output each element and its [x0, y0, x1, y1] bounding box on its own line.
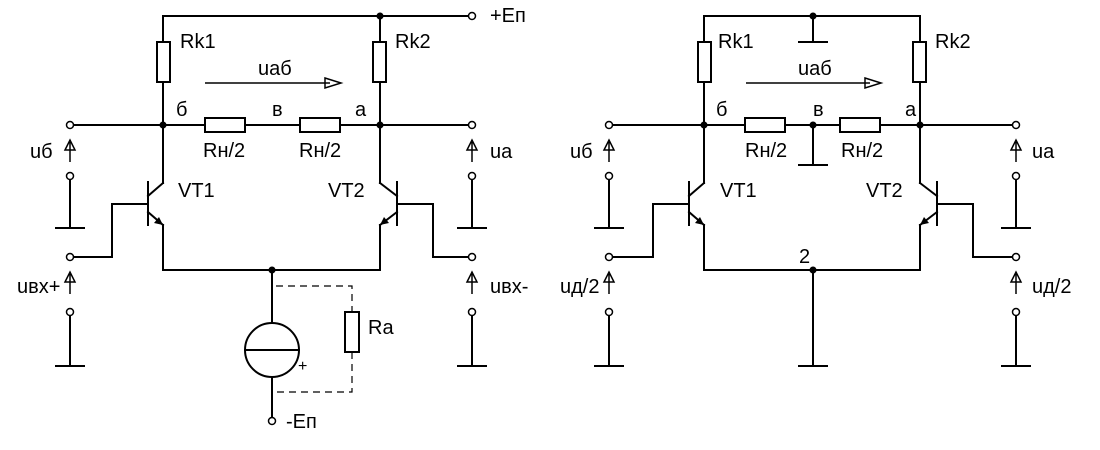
left-circuit: +Еп Rk1 Rk2 uаб б в а Rн/2 Rн/2 — [17, 5, 528, 433]
right-vt2-label: VT2 — [866, 180, 903, 202]
left-supply-pos-terminal — [467, 11, 477, 21]
right-top-rail — [703, 12, 921, 43]
right-uab-label: uаб — [798, 58, 832, 80]
right-rk2-label: Rk2 — [935, 31, 971, 53]
right-node-a-label: а — [905, 99, 917, 121]
right-input-left-port — [594, 252, 624, 367]
right-vt1-label: VT1 — [720, 180, 757, 202]
right-node-b-label: б — [716, 99, 727, 121]
left-uin-neg-label: uвх- — [490, 276, 528, 298]
right-vt1-transistor — [612, 124, 706, 271]
right-rn-right-label: Rн/2 — [841, 140, 883, 162]
left-ua-label: uа — [490, 141, 513, 163]
right-rk1-label: Rk1 — [718, 31, 754, 53]
left-vt2-transistor — [378, 124, 470, 271]
left-node-v-label: в — [272, 99, 283, 121]
right-ua-label: uа — [1032, 141, 1055, 163]
right-uab-arrow — [746, 76, 884, 90]
right-rn-left-resistor — [744, 117, 786, 133]
left-rn-left-resistor — [204, 117, 246, 133]
left-vt1-transistor — [73, 124, 165, 271]
left-supply-rail — [162, 11, 477, 21]
left-rn-left-label: Rн/2 — [203, 140, 245, 162]
left-current-source — [162, 266, 381, 426]
right-vt2-transistor — [918, 124, 1014, 271]
left-input-pos-port — [55, 252, 85, 367]
left-supply-pos-label: +Еп — [490, 5, 526, 27]
left-vt1-label: VT1 — [178, 180, 215, 202]
right-node-v-label: в — [813, 99, 824, 121]
left-node-b-label: б — [176, 99, 187, 121]
left-ra-resistor — [276, 285, 360, 393]
left-uab-label: uаб — [258, 58, 292, 80]
right-ub-port — [594, 138, 624, 229]
right-ua-port — [1001, 138, 1031, 229]
right-ud-right-label: uд/2 — [1032, 276, 1071, 298]
left-rk1-resistor — [156, 41, 171, 83]
left-node-a-label: а — [355, 99, 367, 121]
left-supply-neg-terminal — [267, 416, 277, 426]
right-node-2-label: 2 — [799, 246, 810, 268]
left-uab-arrow — [205, 76, 344, 90]
left-rn-right-label: Rн/2 — [299, 140, 341, 162]
right-ud-left-label: uд/2 — [560, 276, 599, 298]
left-ua-port — [457, 138, 487, 229]
left-plus-label: + — [298, 358, 307, 375]
right-rn-left-label: Rн/2 — [745, 140, 787, 162]
left-ra-label: Ra — [368, 317, 394, 339]
left-rk2-label: Rk2 — [395, 31, 431, 53]
left-vt2-label: VT2 — [328, 180, 365, 202]
left-uin-pos-label: uвх+ — [17, 276, 60, 298]
left-ub-label: uб — [30, 141, 53, 163]
left-supply-neg-label: -Еп — [286, 411, 317, 433]
left-rn-right-resistor — [299, 117, 341, 133]
left-rk2-resistor — [372, 41, 387, 83]
right-circuit: Rk1 Rk2 uаб б в а Rн/2 Rн/2 — [560, 12, 1071, 367]
right-ub-label: uб — [570, 141, 593, 163]
left-input-neg-port — [457, 252, 487, 367]
right-emitter-node — [703, 266, 921, 367]
right-input-right-port — [1001, 252, 1031, 367]
right-rk1-resistor — [697, 41, 712, 83]
right-rn-right-resistor — [839, 117, 881, 133]
right-rk2-resistor — [912, 41, 927, 83]
left-rk1-label: Rk1 — [180, 31, 216, 53]
left-ub-port — [55, 138, 85, 229]
